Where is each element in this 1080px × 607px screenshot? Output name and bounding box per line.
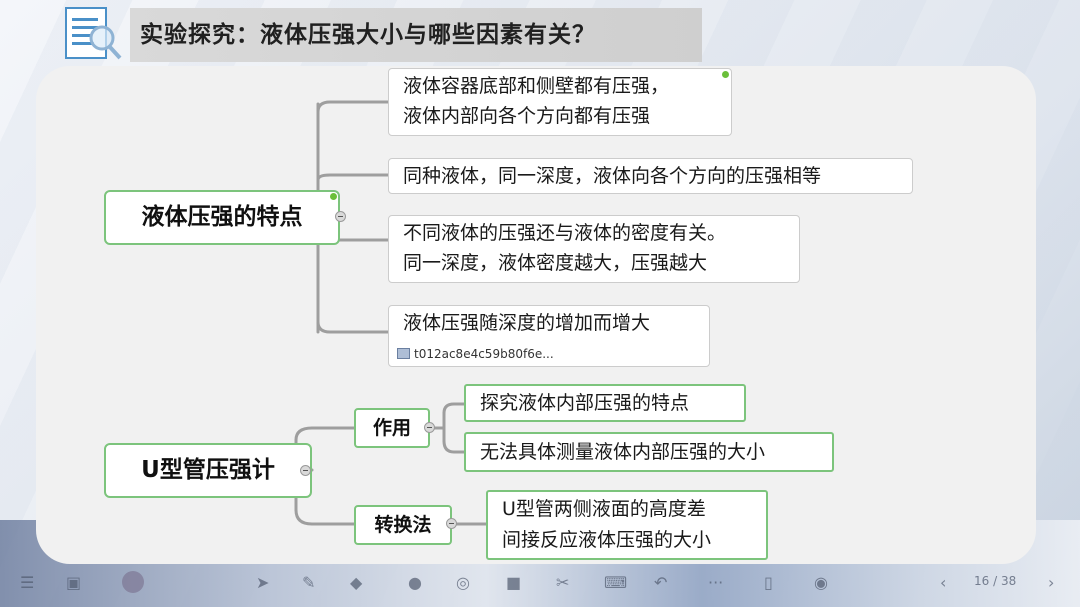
next-icon[interactable]: › bbox=[1048, 573, 1055, 592]
leaf-line: 间接反应液体压强的大小 bbox=[502, 529, 712, 551]
branch-conversion-method[interactable]: 转换法 bbox=[354, 505, 452, 545]
branch-conversion-child-1[interactable]: U型管两侧液面的高度差 间接反应液体压强的大小 bbox=[486, 490, 768, 560]
pointer-icon[interactable]: ➤ bbox=[256, 573, 270, 592]
prev-icon[interactable]: ‹ bbox=[940, 573, 947, 592]
node-line: 液体压强随深度的增加而增大 bbox=[403, 312, 651, 334]
file-icon[interactable]: ▯ bbox=[764, 573, 773, 592]
node-line: 液体内部向各个方向都有压强 bbox=[403, 105, 651, 127]
node-line: 不同液体的压强还与液体的密度有关。 bbox=[403, 222, 727, 244]
zoom-icon[interactable]: ◎ bbox=[456, 573, 470, 592]
menu-icon[interactable]: ☰ bbox=[20, 573, 35, 592]
scissors-icon[interactable]: ✂ bbox=[556, 573, 570, 592]
branch-label: 作用 bbox=[372, 417, 411, 439]
collapse-icon[interactable] bbox=[335, 211, 346, 222]
eraser-icon[interactable]: ◆ bbox=[350, 573, 363, 592]
leaf-line: U型管两侧液面的高度差 bbox=[502, 498, 706, 520]
node-line: 液体容器底部和侧壁都有压强， bbox=[403, 75, 670, 97]
branch-function-child-2[interactable]: 无法具体测量液体内部压强的大小 bbox=[464, 432, 834, 472]
undo-icon[interactable]: ↶ bbox=[654, 573, 668, 592]
branch-function[interactable]: 作用 bbox=[354, 408, 430, 448]
branch-label: 转换法 bbox=[374, 514, 432, 536]
board-icon[interactable]: ■ bbox=[506, 573, 522, 592]
document-magnifier-icon bbox=[64, 4, 126, 62]
branch-function-child-1[interactable]: 探究液体内部压强的特点 bbox=[464, 384, 746, 422]
more-icon[interactable]: ··· bbox=[708, 573, 724, 592]
node-line: 同种液体，同一深度，液体向各个方向的压强相等 bbox=[403, 165, 822, 187]
window-icon[interactable]: ▣ bbox=[66, 573, 82, 592]
topic-marker-dot bbox=[330, 193, 337, 200]
pen-icon[interactable]: ✎ bbox=[302, 573, 316, 592]
mindmap-node-4[interactable]: 液体压强随深度的增加而增大 bbox=[388, 305, 710, 367]
image-attachment-icon bbox=[397, 348, 410, 359]
topic-liquid-pressure-features[interactable]: 液体压强的特点 bbox=[104, 190, 340, 245]
node-line: 同一深度，液体密度越大，压强越大 bbox=[403, 252, 708, 274]
slide-title: 实验探究：液体压强大小与哪些因素有关？ bbox=[140, 22, 596, 48]
node-marker-dot bbox=[722, 71, 729, 78]
leaf-label: 探究液体内部压强的特点 bbox=[480, 392, 690, 414]
mindmap-node-3[interactable]: 不同液体的压强还与液体的密度有关。 同一深度，液体密度越大，压强越大 bbox=[388, 215, 800, 283]
collapse-icon[interactable] bbox=[446, 518, 457, 529]
header-bar bbox=[130, 8, 702, 62]
image-attachment-name[interactable]: t012ac8e4c59b80f6e... bbox=[414, 347, 554, 361]
mindmap-node-2[interactable]: 同种液体，同一深度，液体向各个方向的压强相等 bbox=[388, 158, 913, 194]
presentation-toolbar bbox=[0, 567, 1080, 607]
mindmap-node-1[interactable]: 液体容器底部和侧壁都有压强， 液体内部向各个方向都有压强 bbox=[388, 68, 732, 136]
leaf-label: 无法具体测量液体内部压强的大小 bbox=[480, 441, 766, 463]
topic-u-tube-manometer[interactable]: U型管压强计 bbox=[104, 443, 312, 498]
shape-icon[interactable]: ● bbox=[408, 573, 422, 592]
keyboard-icon[interactable]: ⌨ bbox=[604, 573, 628, 592]
topic-label: U型管压强计 bbox=[141, 457, 275, 483]
page-counter: 16 / 38 bbox=[974, 574, 1017, 588]
mic-icon[interactable]: ◉ bbox=[814, 573, 828, 592]
collapse-icon[interactable] bbox=[300, 465, 311, 476]
avatar[interactable] bbox=[122, 571, 144, 593]
collapse-icon[interactable] bbox=[424, 422, 435, 433]
topic-label: 液体压强的特点 bbox=[141, 204, 303, 230]
